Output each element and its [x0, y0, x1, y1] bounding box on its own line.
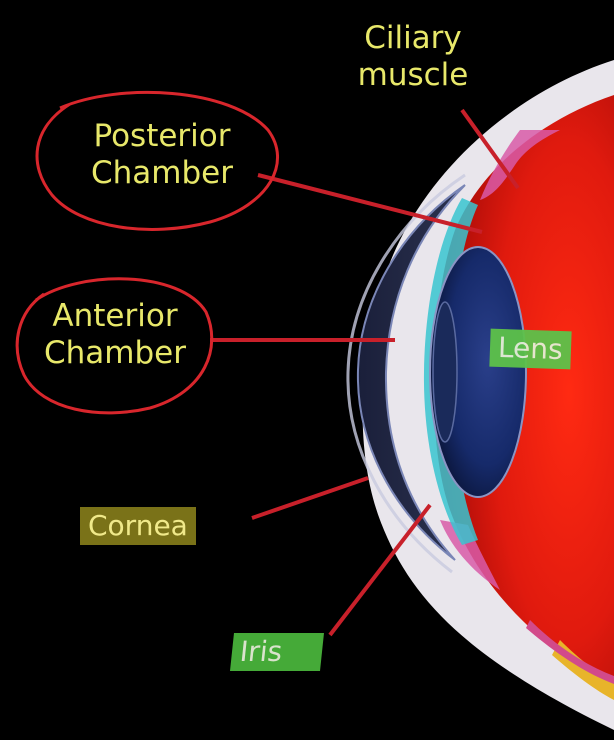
- ciliary-muscle-label: Ciliary muscle: [338, 20, 488, 94]
- posterior-chamber-label: Posterior Chamber: [62, 118, 262, 192]
- cornea-label: Cornea: [80, 507, 196, 545]
- anterior-chamber-label: Anterior Chamber: [20, 298, 210, 372]
- lens-highlight: [433, 302, 457, 442]
- pointer-cornea: [252, 478, 368, 518]
- lens-label: Lens: [489, 329, 571, 370]
- iris-label: Iris: [230, 633, 324, 671]
